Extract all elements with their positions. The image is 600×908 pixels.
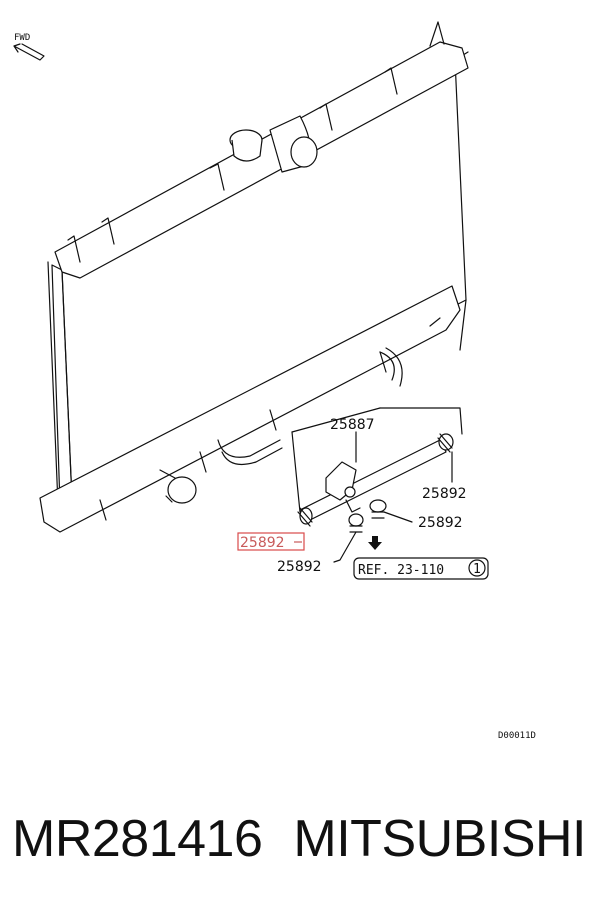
- reference-box[interactable]: REF. 23-110 1: [353, 557, 489, 580]
- hose-clamp-right: [437, 433, 454, 453]
- reference-circle: [468, 559, 486, 577]
- fwd-arrow-icon: FWD: [13, 33, 45, 61]
- upper-tank: [54, 21, 469, 279]
- hose-clamp-center-b: [348, 513, 364, 533]
- lower-tank: [39, 285, 461, 533]
- hose-clamp-left: [297, 507, 313, 527]
- leader-lines: [291, 407, 463, 513]
- figure-code: D00011D: [498, 731, 536, 741]
- hose-clamp-center-a: [369, 499, 387, 519]
- callout-25887: 25887: [330, 417, 375, 433]
- fwd-label: FWD: [14, 33, 30, 43]
- callout-25892-highlighted-label: 25892: [240, 535, 285, 551]
- brand-name: MITSUBISHI: [293, 810, 586, 868]
- reference-circle-number: 1: [473, 562, 481, 577]
- part-number: MR281416: [12, 810, 263, 868]
- callout-25892-bottom: 25892: [277, 559, 322, 575]
- water-hose-assembly: [297, 433, 454, 533]
- callout-25892-right-lower: 25892: [418, 515, 463, 531]
- highlight-box: [237, 532, 305, 551]
- reference-arrow-icon: [368, 536, 382, 550]
- part-footer: MR281416 MITSUBISHI: [0, 804, 600, 874]
- callout-leaders: [333, 431, 453, 563]
- radiator-core: [47, 51, 469, 506]
- reference-text: REF. 23-110: [358, 563, 444, 578]
- callout-25892-highlighted[interactable]: 25892: [237, 532, 305, 551]
- callout-25892-right-upper: 25892: [422, 486, 467, 502]
